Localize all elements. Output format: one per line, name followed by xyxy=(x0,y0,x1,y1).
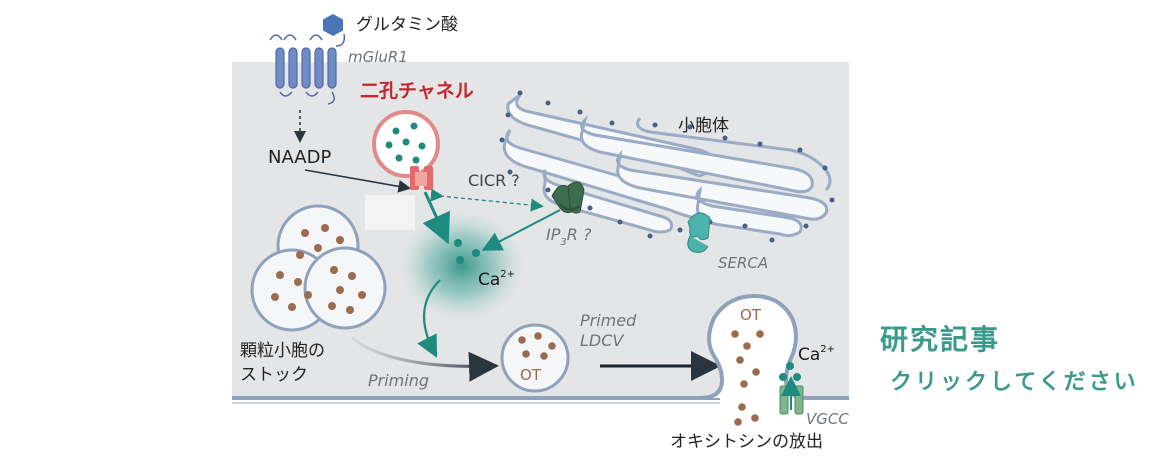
cicr-label: CICR ? xyxy=(468,171,520,190)
er-label: 小胞体 xyxy=(678,116,729,136)
release-calcium-label: Ca2+ xyxy=(798,344,835,365)
receptor-label: mGluR1 xyxy=(348,48,408,66)
granule-stock-label-2: ストック xyxy=(240,365,308,385)
serca-label: SERCA xyxy=(718,254,768,272)
priming-label: Priming xyxy=(368,371,429,390)
endoplasmic-reticulum xyxy=(502,93,832,238)
ip3r-icon xyxy=(551,181,585,214)
glutamate-label: グルタミン酸 xyxy=(356,15,458,35)
ip3r-label: IP3R ? xyxy=(546,225,592,248)
serca-icon xyxy=(687,212,711,253)
primed-ot-label: OT xyxy=(520,366,542,384)
vgcc-label: VGCC xyxy=(806,410,849,428)
granule-stock xyxy=(250,204,387,332)
channel-icon xyxy=(410,166,433,190)
glutamate-hexagon-icon xyxy=(323,14,343,36)
oxytocin-release-label: オキシトシンの放出 xyxy=(670,432,823,452)
calcium-label: Ca2+ xyxy=(478,269,515,290)
click-prompt[interactable]: クリックしてください xyxy=(890,370,1139,395)
calcium-cloud xyxy=(400,211,524,321)
vesicle-calcium-dots xyxy=(385,122,426,164)
research-article-link[interactable]: 研究記事 xyxy=(880,323,1001,356)
release-ot-label: OT xyxy=(740,306,762,324)
primed-label-2: LDCV xyxy=(580,331,624,350)
receptor-7tm-icon xyxy=(275,47,337,89)
primed-vesicle xyxy=(500,323,570,393)
naadp-label: NAADP xyxy=(268,147,331,168)
er-ribosomes xyxy=(499,90,835,243)
primed-label-1: Primed xyxy=(580,311,637,330)
granule-stock-label-1: 顆粒小胞の xyxy=(240,341,325,361)
channel-label: 二孔チャネル xyxy=(360,80,474,102)
